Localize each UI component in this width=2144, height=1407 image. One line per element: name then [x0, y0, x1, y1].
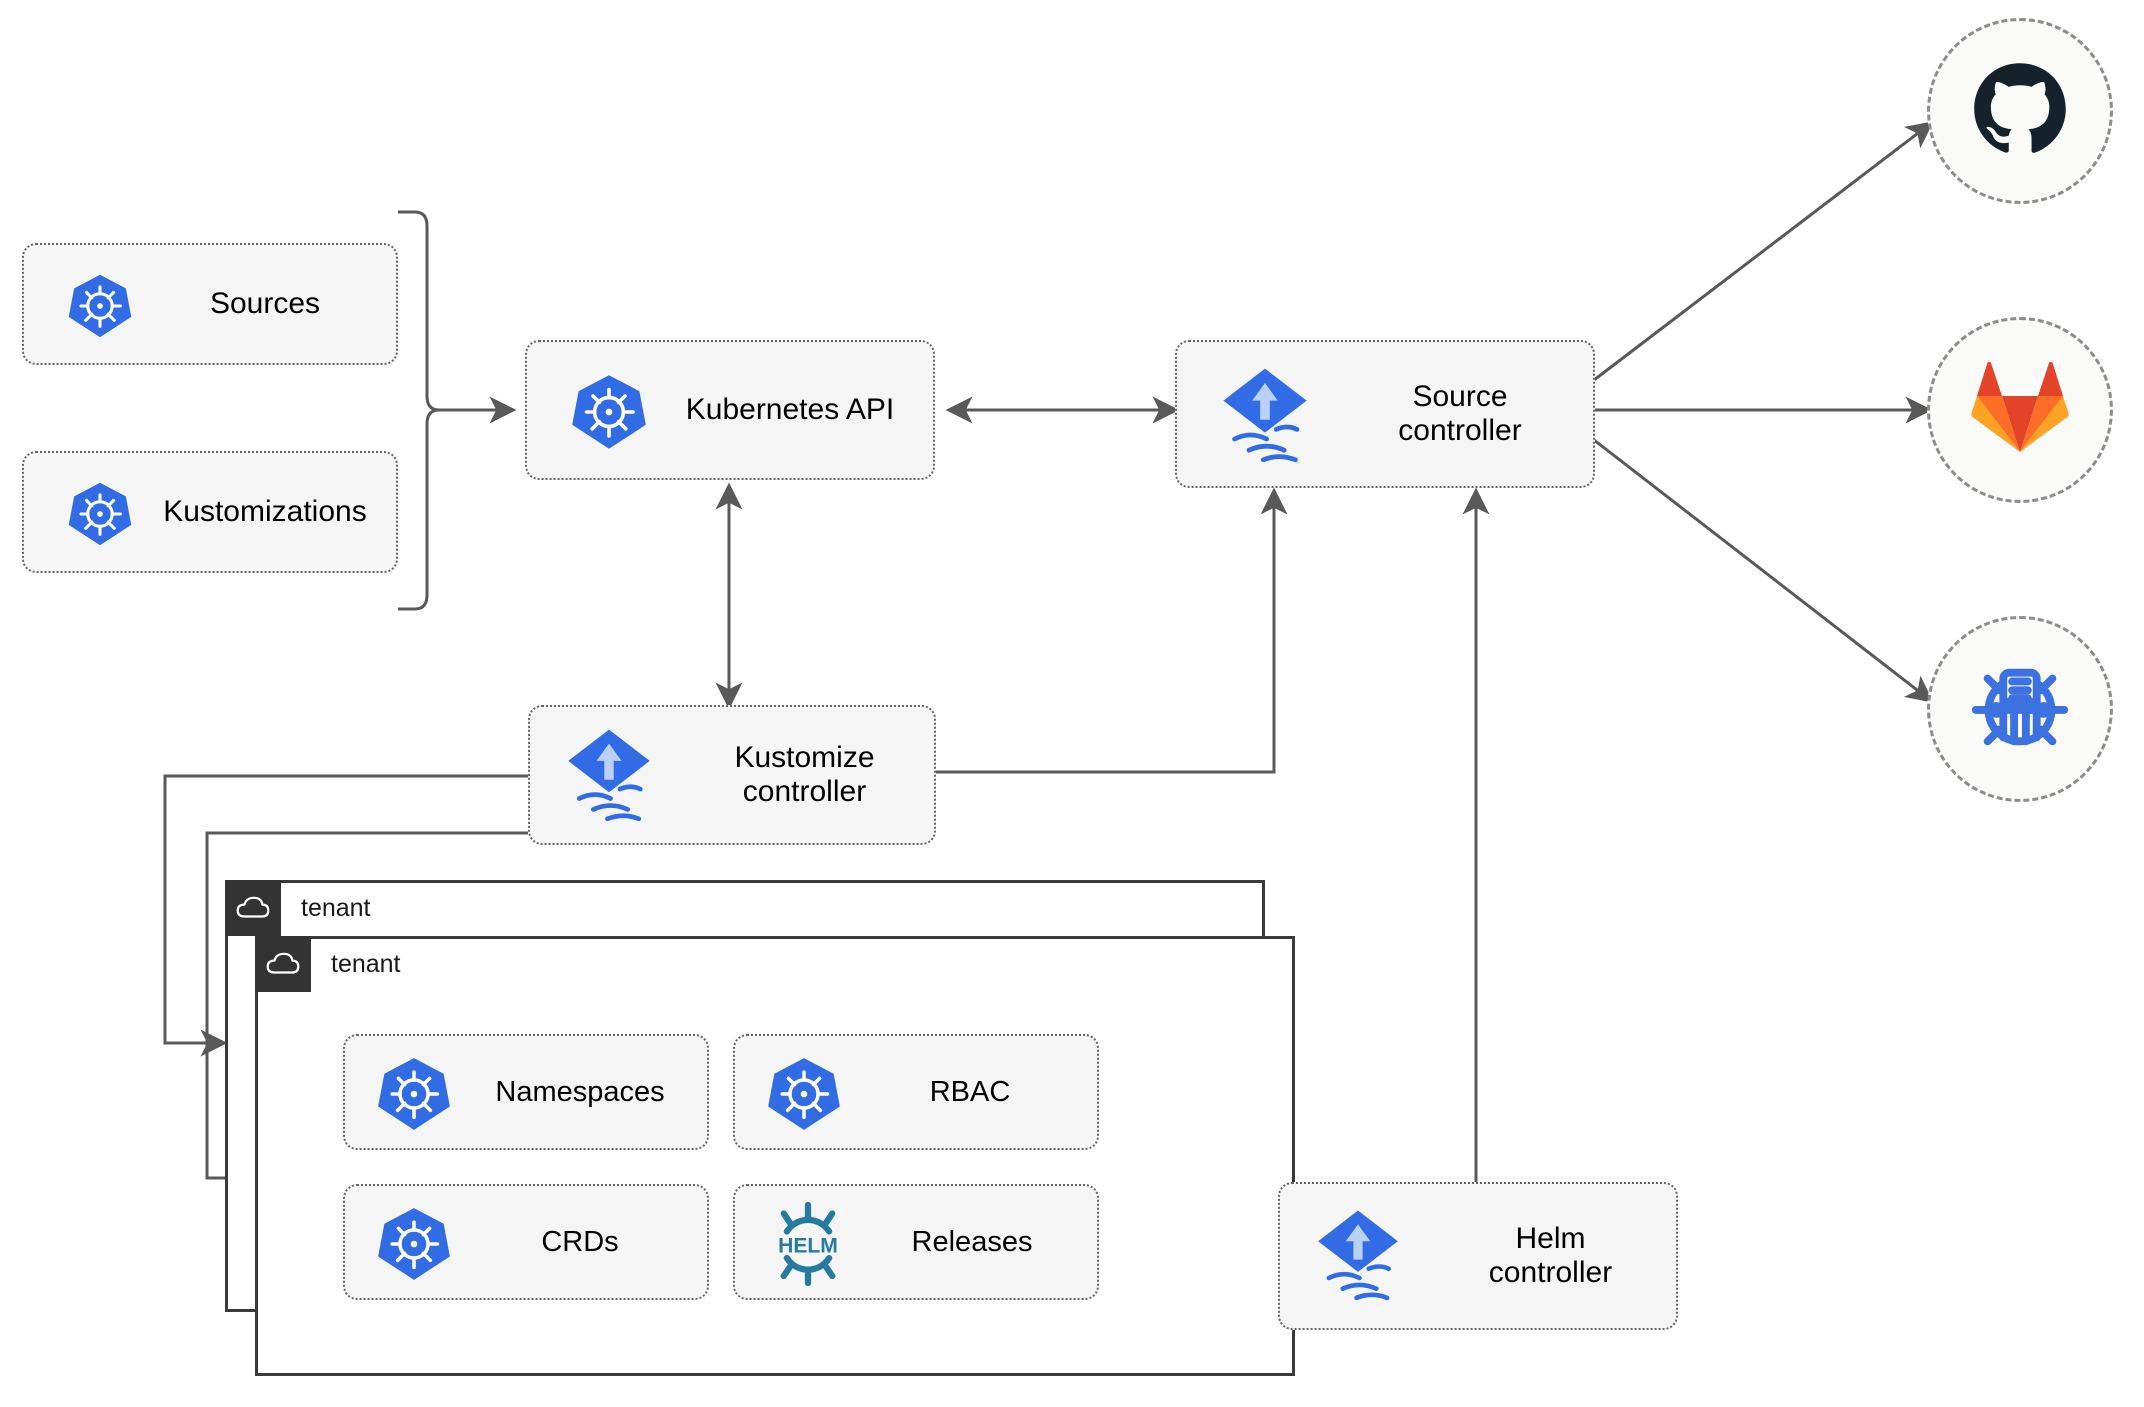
node-kustomizations[interactable]: Kustomizations [22, 451, 398, 573]
node-kustomize-controller[interactable]: Kustomize controller [528, 705, 936, 845]
node-rbac-label: RBAC [929, 1075, 1011, 1108]
edge-sources-bracket [398, 210, 440, 611]
gitlab-icon [1970, 360, 2070, 461]
node-kubernetes-api-label: Kubernetes API [685, 393, 895, 427]
cloud-icon [225, 880, 281, 936]
helm-icon: HELM [765, 1200, 851, 1293]
kubernetes-icon [375, 1205, 453, 1288]
svg-text:HELM: HELM [778, 1235, 838, 1258]
tenant-container-inner[interactable]: tenant [255, 936, 1295, 1376]
flux-icon [1312, 1204, 1404, 1311]
tenant-header-outer: tenant [225, 880, 371, 936]
tenant-title-outer: tenant [301, 893, 371, 922]
github-icon [1968, 57, 2072, 166]
flux-icon [562, 723, 656, 832]
node-source-controller-label: Source controller [1398, 380, 1522, 447]
tenant-header-inner: tenant [255, 936, 401, 992]
node-releases[interactable]: HELM Releases [733, 1184, 1099, 1300]
node-source-controller[interactable]: Source controller [1175, 340, 1595, 488]
node-namespaces-label: Namespaces [495, 1075, 665, 1108]
node-crds[interactable]: CRDs [343, 1184, 709, 1300]
node-kustomize-controller-label: Kustomize controller [734, 741, 875, 808]
flux-icon [1217, 362, 1313, 473]
node-namespaces[interactable]: Namespaces [343, 1034, 709, 1150]
provider-bucket[interactable] [1927, 616, 2113, 802]
node-kubernetes-api[interactable]: Kubernetes API [525, 340, 935, 480]
bucket-helm-icon [1966, 653, 2074, 766]
node-crds-label: CRDs [541, 1225, 619, 1258]
kubernetes-icon [375, 1055, 453, 1138]
provider-gitlab[interactable] [1927, 317, 2113, 503]
edge-kustomize-to-source [936, 487, 1288, 774]
node-helm-controller-label: Helm controller [1488, 1222, 1613, 1289]
edge-source-to-bucket [1593, 438, 1934, 703]
tenant-title-inner: tenant [331, 949, 401, 978]
node-sources-label: Sources [209, 287, 321, 321]
provider-github[interactable] [1927, 18, 2113, 204]
node-sources[interactable]: Sources [22, 243, 398, 365]
kubernetes-icon [765, 1055, 843, 1138]
node-kustomizations-label: Kustomizations [163, 495, 367, 529]
node-releases-label: Releases [911, 1225, 1033, 1258]
kubernetes-icon [569, 372, 649, 457]
node-helm-controller[interactable]: Helm controller [1278, 1182, 1678, 1330]
edge-source-to-github [1593, 121, 1934, 382]
node-rbac[interactable]: RBAC [733, 1034, 1099, 1150]
kubernetes-icon [66, 480, 134, 553]
kubernetes-icon [66, 272, 134, 345]
cloud-icon [255, 936, 311, 992]
